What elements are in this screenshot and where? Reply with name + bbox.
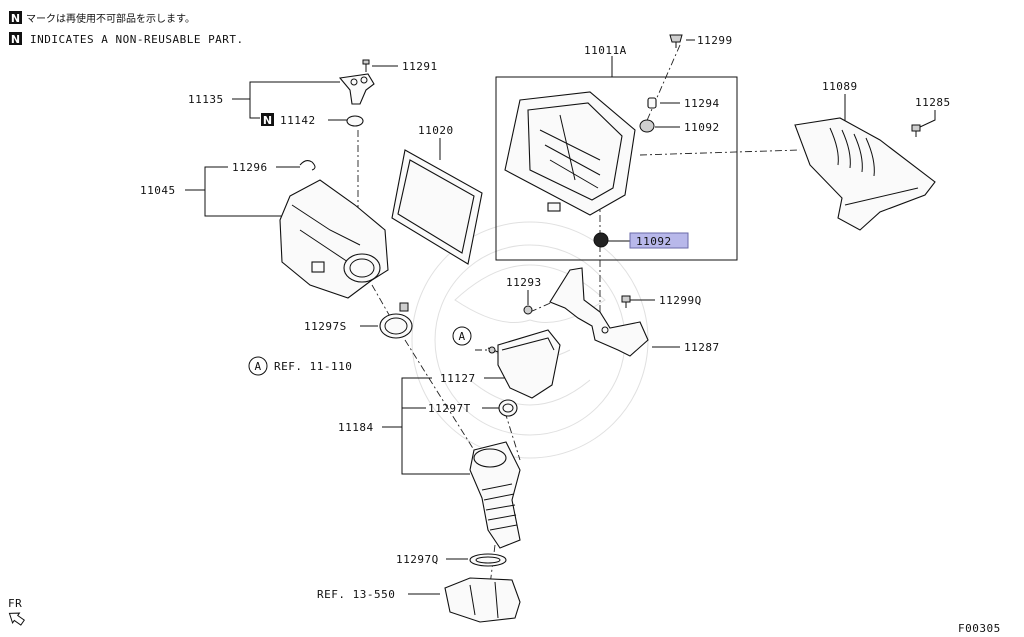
- label-11296[interactable]: 11296: [232, 161, 268, 174]
- label-11089[interactable]: 11089: [822, 80, 858, 93]
- label-11287[interactable]: 11287: [684, 341, 720, 354]
- label-ref-13-550[interactable]: REF. 13-550: [317, 588, 395, 601]
- label-11294[interactable]: 11294: [684, 97, 720, 110]
- mark-a-letter: A: [458, 330, 465, 343]
- label-11297Q[interactable]: 11297Q: [396, 553, 439, 566]
- label-11297T[interactable]: 11297T: [428, 402, 471, 415]
- n-mark-box-1: [9, 11, 22, 24]
- mark-a-circle: [452, 326, 472, 346]
- intake-duct-11089: [794, 117, 936, 231]
- bolt-11299Q-icon: [621, 295, 631, 308]
- fr-label: FR: [8, 597, 22, 610]
- clip-11296-icon: [299, 160, 316, 171]
- n-mark-1: N: [11, 12, 20, 25]
- front-arrow-icon: [8, 612, 25, 626]
- label-11299[interactable]: 11299: [697, 34, 733, 47]
- label-11135[interactable]: 11135: [188, 93, 224, 106]
- label-11092-highlighted[interactable]: 11092: [636, 235, 672, 248]
- bolt-11299-icon: [669, 34, 683, 48]
- airflow-sensor: [338, 73, 375, 105]
- clamp-11297T-icon: [498, 399, 518, 417]
- bracket-11287: [549, 267, 649, 357]
- label-11092-upper[interactable]: 11092: [684, 121, 720, 134]
- n-mark-box-2: [9, 32, 22, 45]
- note-line-en: INDICATES A NON-REUSABLE PART.: [30, 33, 244, 46]
- ref-a-mark: A: [254, 360, 261, 373]
- n-mark-11142: [261, 113, 274, 126]
- label-11291[interactable]: 11291: [402, 60, 438, 73]
- label-11142[interactable]: 11142: [280, 114, 316, 127]
- non-reusable-note: N マークは再使用不可部品を示します。 N INDICATES A NON-RE…: [9, 11, 244, 46]
- callout-labels: 11011A 11299 11291 11135 N 11142 11020 1…: [8, 34, 1001, 635]
- grommet-11092-upper-icon: [639, 119, 655, 133]
- grommet-11092-lower-icon: [593, 232, 609, 248]
- air-cleaner-case: [279, 179, 389, 299]
- screw-11291-icon: [362, 59, 370, 72]
- label-11045[interactable]: 11045: [140, 184, 176, 197]
- bolt-11293-icon: [523, 305, 533, 315]
- diagram-code: F00305: [958, 622, 1001, 635]
- label-11011A[interactable]: 11011A: [584, 44, 627, 57]
- clamp-11297S-icon: [379, 302, 413, 339]
- air-filter-element: [391, 149, 483, 265]
- intake-hose-11184: [469, 441, 521, 549]
- collar-11294-icon: [647, 97, 657, 109]
- note-line-jp: マークは再使用不可部品を示します。: [26, 12, 195, 25]
- highlight-11092-box[interactable]: [629, 232, 689, 249]
- label-11285[interactable]: 11285: [915, 96, 951, 109]
- air-cleaner-cover: [504, 91, 636, 216]
- label-11293[interactable]: 11293: [506, 276, 542, 289]
- label-11020[interactable]: 11020: [418, 124, 454, 137]
- label-11184[interactable]: 11184: [338, 421, 374, 434]
- label-ref-11-110[interactable]: REF. 11-110: [274, 360, 352, 373]
- leader-lines: [185, 39, 936, 595]
- label-11299Q[interactable]: 11299Q: [659, 294, 702, 307]
- ref-a-circle: [248, 356, 268, 376]
- label-11127[interactable]: 11127: [440, 372, 476, 385]
- resonator-11127: [487, 329, 561, 399]
- clamp-11297Q-icon: [469, 553, 507, 567]
- clip-11285-icon: [911, 124, 921, 137]
- o-ring-11142-icon: [346, 115, 364, 127]
- throttle-body-ref: [444, 577, 521, 623]
- label-11297S[interactable]: 11297S: [304, 320, 347, 333]
- n-mark-2: N: [11, 33, 20, 46]
- n-mark-11142-letter: N: [263, 114, 272, 127]
